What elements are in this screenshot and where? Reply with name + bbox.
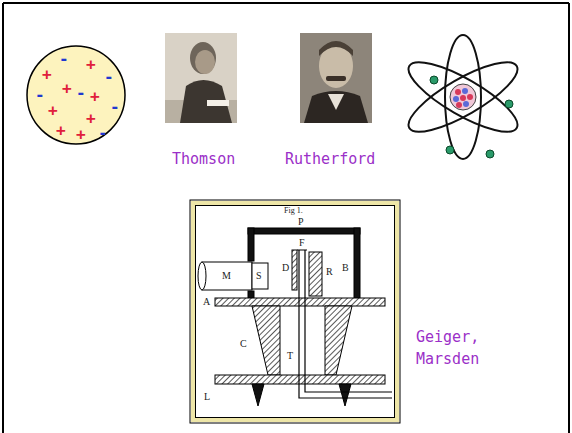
- charge-sign: +: [76, 127, 86, 143]
- charge-sign: +: [48, 103, 58, 119]
- charge-sign: +: [86, 57, 96, 73]
- figure-number: Fig 1.: [284, 206, 303, 215]
- scientist-name: Rutherford: [285, 148, 375, 170]
- charge-sign: -: [110, 99, 120, 115]
- part-letter: S: [256, 270, 262, 281]
- charge-sign: +: [56, 123, 66, 139]
- atom-nucleus: [450, 84, 476, 110]
- charge-sign: +: [62, 81, 72, 97]
- part-letter: P: [298, 216, 304, 227]
- slide-border: [568, 3, 570, 433]
- slide-border: [2, 3, 4, 433]
- part-letter: D: [282, 262, 289, 273]
- charge-sign: -: [76, 85, 86, 101]
- thomson-photo: [165, 33, 237, 123]
- part-letter: F: [299, 237, 305, 248]
- plum-pudding-atom: -++--+-++-+++-: [26, 45, 126, 145]
- part-letter: M: [222, 270, 231, 281]
- charge-sign: +: [90, 89, 100, 105]
- charge-sign: -: [98, 125, 108, 141]
- part-letter: B: [342, 262, 349, 273]
- part-letter: T: [287, 350, 293, 361]
- scientist-name: Thomson: [172, 148, 235, 170]
- atom-electrons: [430, 76, 513, 158]
- slide-border: [3, 2, 569, 4]
- apparatus-frame: [190, 200, 400, 423]
- charge-sign: +: [42, 67, 52, 83]
- part-letter: L: [204, 391, 210, 402]
- charge-sign: -: [104, 69, 114, 85]
- charge-sign: +: [86, 111, 96, 127]
- part-letter: A: [203, 296, 210, 307]
- geiger-marsden-apparatus: [198, 228, 392, 406]
- part-letter: C: [240, 338, 247, 349]
- part-letter: R: [326, 266, 333, 277]
- charge-sign: -: [59, 51, 69, 67]
- atom-model: [400, 35, 525, 159]
- charge-sign: -: [35, 87, 45, 103]
- scientist-name: Geiger, Marsden: [416, 326, 492, 370]
- rutherford-photo: [300, 33, 372, 123]
